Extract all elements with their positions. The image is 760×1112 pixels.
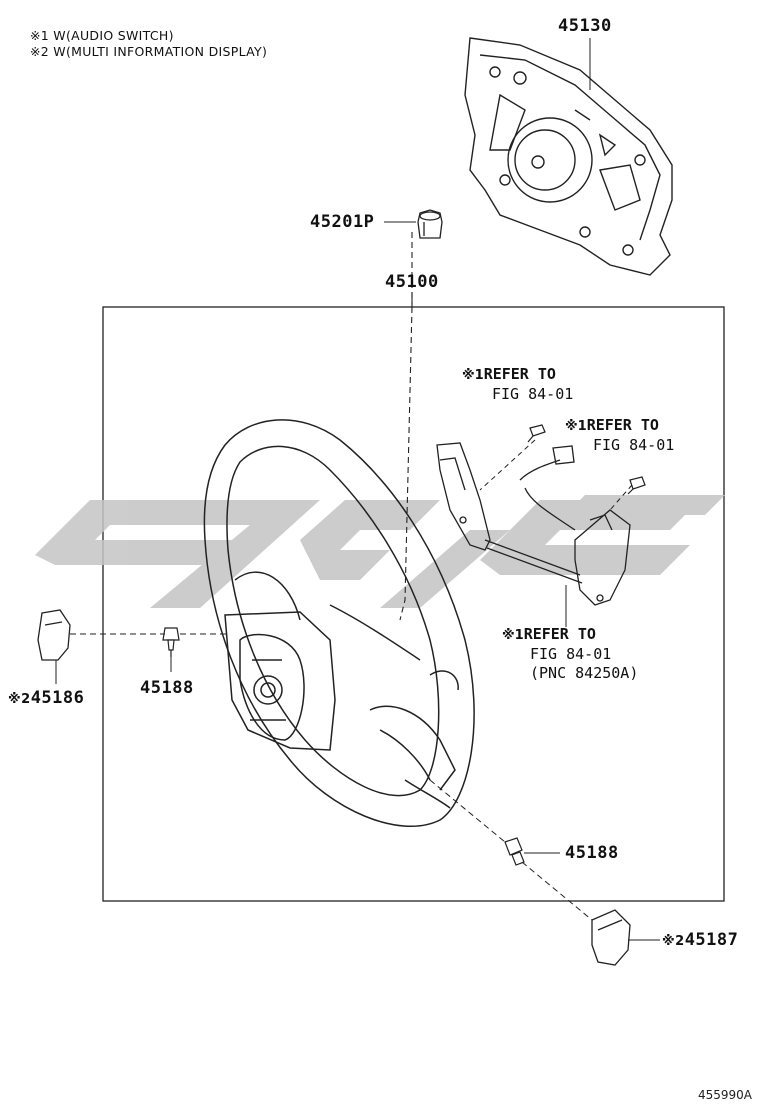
cover-left-45186 <box>37 609 71 661</box>
part-label-wheel: 45100 <box>385 272 439 292</box>
part-label-pad: 45130 <box>558 16 612 36</box>
mark-cover-right: ※2 <box>662 934 685 949</box>
part-label-cover-right: ※245187 <box>662 930 738 950</box>
mark-cover-left: ※2 <box>8 692 31 707</box>
screw-ref2 <box>627 476 646 495</box>
nut-45201p <box>417 209 443 239</box>
screw-ref1 <box>527 424 546 443</box>
refer-note-2: ※1REFER TO FIG 84-01 <box>565 416 674 455</box>
refer-note-2-line1: ※1REFER TO <box>565 416 659 434</box>
refer-note-3-line1: ※1REFER TO <box>502 625 596 643</box>
leader-ref1 <box>479 439 536 491</box>
refer-note-3: ※1REFER TO FIG 84-01 (PNC 84250A) <box>502 625 638 683</box>
refer-note-1: ※1REFER TO FIG 84-01 <box>462 365 573 404</box>
watermark-logo <box>35 495 725 608</box>
note-multi-info-display: ※2 W(MULTI INFORMATION DISPLAY) <box>30 44 268 59</box>
part-label-bolt-left: 45188 <box>140 678 194 698</box>
cover-left-number: 45186 <box>30 688 85 708</box>
switch-assembly <box>436 442 631 606</box>
bolt-left-45188 <box>162 627 180 657</box>
steering-pad-45130 <box>464 37 673 276</box>
refer-note-3-line2: FIG 84-01 <box>530 645 612 663</box>
refer-note-1-line2: FIG 84-01 <box>492 385 574 403</box>
part-label-bolt-right: 45188 <box>565 843 619 863</box>
note-audio-switch: ※1 W(AUDIO SWITCH) <box>30 28 174 43</box>
part-label-cover-left: ※245186 <box>8 688 84 708</box>
leader-ref2 <box>609 484 633 511</box>
figure-number: 455990A <box>698 1088 753 1102</box>
steering-wheel-45100 <box>203 419 475 828</box>
refer-note-3-line3: (PNC 84250A) <box>530 664 639 682</box>
part-label-nut: 45201P <box>310 212 375 232</box>
refer-note-2-line2: FIG 84-01 <box>593 436 675 454</box>
refer-note-1-line1: ※1REFER TO <box>462 365 556 383</box>
bolt-right-45188 <box>504 837 525 866</box>
assembly-frame <box>102 306 725 902</box>
cover-right-number: 45187 <box>684 930 739 950</box>
leader-right-dashed <box>429 779 599 926</box>
cover-right-45187 <box>591 909 631 966</box>
